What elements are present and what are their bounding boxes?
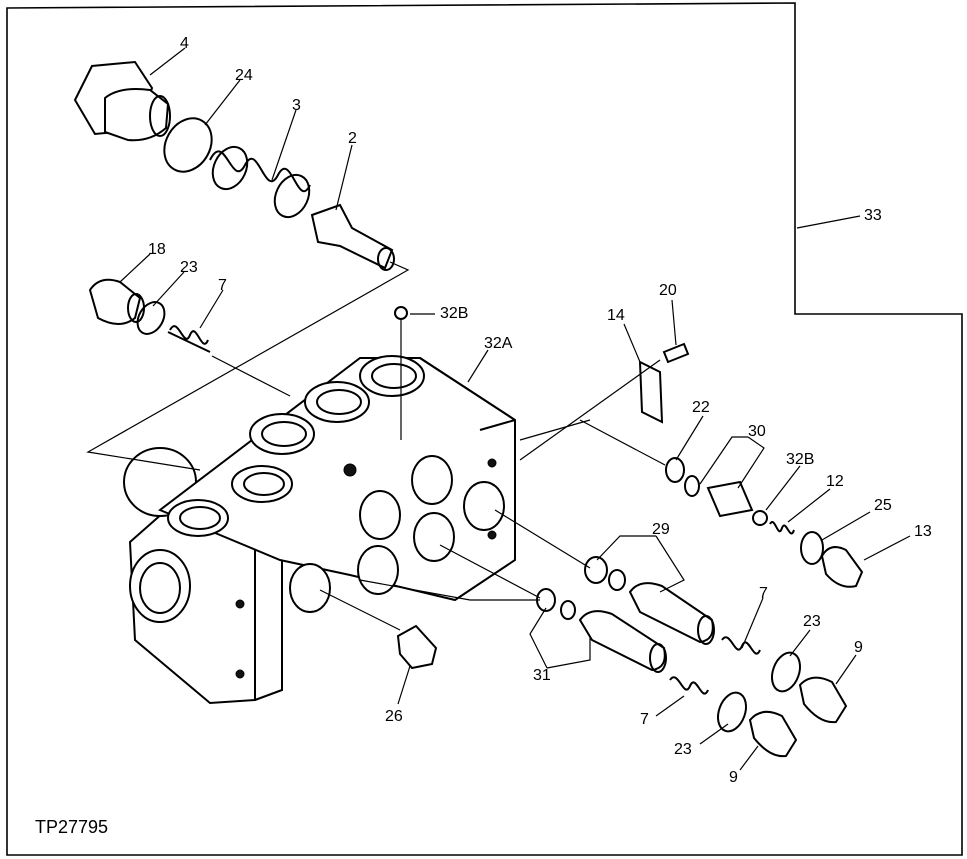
callout-22: 22 (692, 399, 710, 416)
o-ring-part (136, 301, 166, 335)
callout-2: 2 (348, 130, 357, 147)
callout-25: 25 (874, 497, 892, 514)
o-ring-part (716, 691, 748, 733)
callout-18: 18 (148, 241, 166, 258)
callout-30: 30 (748, 423, 766, 440)
callout-14: 14 (607, 307, 625, 324)
callout-labels: 4 24 3 2 33 18 23 7 32B 32A 20 14 22 30 … (148, 35, 932, 786)
plug-part (798, 676, 848, 724)
bracket-part (638, 360, 664, 424)
plug-part (88, 278, 145, 325)
seat-part (684, 475, 754, 518)
leader-lines (86, 47, 911, 771)
callout-23: 23 (180, 259, 198, 276)
diagram-border (6, 2, 963, 856)
plug-part (396, 624, 438, 670)
callout-13: 13 (914, 523, 932, 540)
spring-part (769, 521, 795, 535)
callout-23: 23 (674, 741, 692, 758)
spring-part (167, 325, 211, 353)
callout-7: 7 (640, 711, 649, 728)
callout-4: 4 (180, 35, 189, 52)
seal-part (584, 556, 608, 584)
o-ring-part (163, 117, 213, 173)
o-ring-part (665, 457, 685, 483)
callout-3: 3 (292, 97, 301, 114)
plug-part (820, 546, 864, 588)
poppet-part (310, 203, 395, 271)
seal-part (560, 600, 576, 620)
valve-body (123, 355, 516, 705)
hex-plug-part (73, 60, 171, 142)
callout-32a: 32A (484, 335, 513, 352)
screw-part (662, 342, 690, 364)
callout-24: 24 (235, 67, 253, 84)
figure-code: TP27795 (35, 817, 108, 837)
callout-33: 33 (864, 207, 882, 224)
plug-part (748, 710, 798, 758)
o-ring-part (770, 651, 802, 693)
callout-23: 23 (803, 613, 821, 630)
spring-part (209, 145, 311, 219)
callout-20: 20 (659, 282, 677, 299)
callout-29: 29 (652, 521, 670, 538)
spring-part (669, 676, 709, 695)
callout-7: 7 (759, 585, 768, 602)
o-ring-part (800, 531, 824, 565)
seal-part (608, 569, 626, 591)
ball-part (394, 306, 408, 320)
ball-part (752, 510, 768, 526)
spring-part (721, 636, 761, 655)
callout-32b: 32B (786, 451, 814, 468)
callout-9: 9 (854, 639, 863, 656)
callout-32b: 32B (440, 305, 468, 322)
spool-part (628, 582, 715, 645)
spool-part (578, 610, 667, 673)
callout-31: 31 (533, 667, 551, 684)
callout-9: 9 (729, 769, 738, 786)
callout-12: 12 (826, 473, 844, 490)
callout-7: 7 (218, 277, 227, 294)
callout-26: 26 (385, 708, 403, 725)
